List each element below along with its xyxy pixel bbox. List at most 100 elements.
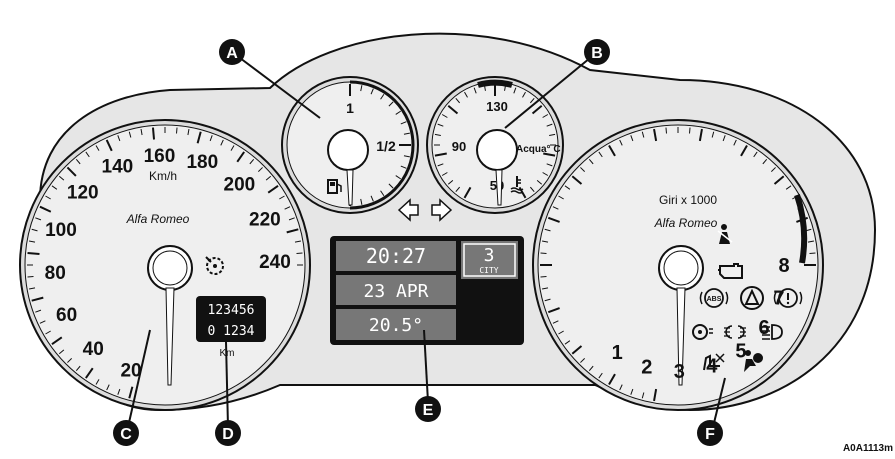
callout-f: F (697, 377, 726, 446)
tachometer-tick (722, 135, 726, 142)
tachometer-tick (698, 128, 703, 142)
temp-tick (513, 87, 517, 94)
speedometer-label: 20 (120, 360, 141, 381)
tachometer-tick (558, 195, 564, 200)
tachometer-tick (564, 340, 571, 345)
speedometer-tick (284, 206, 291, 210)
speedometer-tick (75, 365, 81, 372)
tachometer-tick (711, 131, 715, 138)
abs-label: ABS (707, 296, 722, 303)
speedometer-tick (58, 349, 65, 355)
temp-tick (447, 105, 459, 115)
fuel-tick (370, 195, 374, 202)
fuel-half-label: 1/2 (376, 138, 396, 154)
tachometer-tick (653, 128, 658, 142)
speedometer-tick (220, 139, 224, 146)
svg-text:D: D (222, 426, 234, 443)
tachometer-tick (580, 167, 586, 173)
temp-needle (495, 169, 503, 206)
speedometer-tick (117, 388, 121, 395)
speedometer-label: 100 (45, 220, 77, 241)
fuel-tick (400, 165, 407, 169)
speedometer-label: 140 (102, 156, 134, 177)
fuel-tick (380, 190, 385, 196)
tachometer-label: 5 (735, 340, 746, 362)
speedometer-label: 160 (144, 146, 176, 167)
speedometer-tick (209, 135, 213, 142)
speedometer-tick (267, 185, 279, 194)
airbag-warning-icon (744, 350, 763, 372)
speedometer-tick (51, 336, 63, 345)
tachometer-tick (558, 330, 564, 335)
tachometer-tick (564, 185, 571, 190)
speedometer-tick (105, 139, 113, 152)
fuel-tick (370, 88, 374, 95)
tachometer-label: 1 (612, 342, 623, 364)
speedometer-tick (176, 127, 178, 134)
display-mode: CITY (479, 266, 498, 275)
tachometer-tick (547, 307, 560, 314)
speedometer-label: 80 (45, 263, 66, 284)
tachometer-tick (588, 158, 594, 165)
speedometer-label: 60 (56, 305, 77, 326)
speedometer-label: 220 (249, 210, 281, 231)
fuel-tick (380, 94, 385, 100)
fuel-tick (395, 110, 401, 115)
speedometer-tick (151, 127, 156, 140)
fuel-needle (346, 169, 354, 206)
tachometer-tick (770, 167, 776, 173)
speedometer-tick (95, 145, 100, 151)
tachometer-label: 2 (641, 356, 652, 378)
cruise-control-icon (205, 256, 224, 275)
fuel-tick (403, 132, 410, 135)
tachometer-tick (773, 175, 785, 185)
speedometer-brand: Alfa Romeo (126, 212, 190, 226)
temp-tick (441, 172, 448, 176)
fuel-tick (360, 198, 363, 205)
tachometer-unit: Giri x 1000 (659, 193, 717, 207)
tachometer: Giri x 1000 Alfa Romeo ABS (532, 119, 824, 411)
temp-tick (546, 123, 553, 127)
speedometer-tick (294, 240, 301, 243)
speedometer-label: 40 (83, 339, 104, 360)
speedometer-label: 200 (224, 175, 256, 196)
temp-tick (437, 123, 444, 127)
tachometer-tick (552, 320, 559, 324)
speedometer-tick (286, 228, 299, 234)
speedometer-tick (35, 217, 42, 221)
svg-text:E: E (423, 402, 434, 419)
esp-warning-icon (740, 286, 764, 310)
tachometer-tick (689, 127, 691, 134)
temp-tick (536, 179, 543, 185)
speedometer-tick (257, 167, 263, 173)
speedometer-tick (27, 251, 40, 256)
callout-c: C (113, 329, 151, 446)
temp-tick (549, 133, 556, 136)
temp-tick (455, 186, 461, 193)
speedometer-tick (106, 384, 110, 391)
speedometer-tick (31, 228, 38, 232)
fuel-tick (388, 101, 394, 107)
speedometer-tick (196, 131, 202, 144)
fuel-pump-icon (327, 179, 342, 194)
tachometer-label: 8 (778, 255, 789, 277)
temp-tick (473, 87, 477, 94)
central-display: 20:27 3 CITY 23 APR 20.5° (330, 236, 524, 345)
speedometer-label: 120 (67, 183, 99, 204)
tachometer-label: 7 (773, 288, 784, 310)
callout-d: D (215, 341, 241, 446)
tachometer-tick (571, 175, 583, 185)
speedometer-unit: Km/h (149, 169, 177, 183)
tachometer-tick (542, 287, 549, 290)
speedometer-tick (31, 296, 44, 302)
speedometer-tick (27, 276, 34, 278)
tachometer-brand: Alfa Romeo (654, 216, 718, 230)
speedometer-needle (165, 287, 175, 386)
speedometer-tick (66, 166, 77, 177)
tachometer-tick (580, 357, 586, 363)
speedometer-tick (265, 175, 272, 181)
speedometer-tick (39, 320, 46, 324)
tachometer-tick (762, 158, 768, 165)
temp-tick (437, 163, 444, 167)
